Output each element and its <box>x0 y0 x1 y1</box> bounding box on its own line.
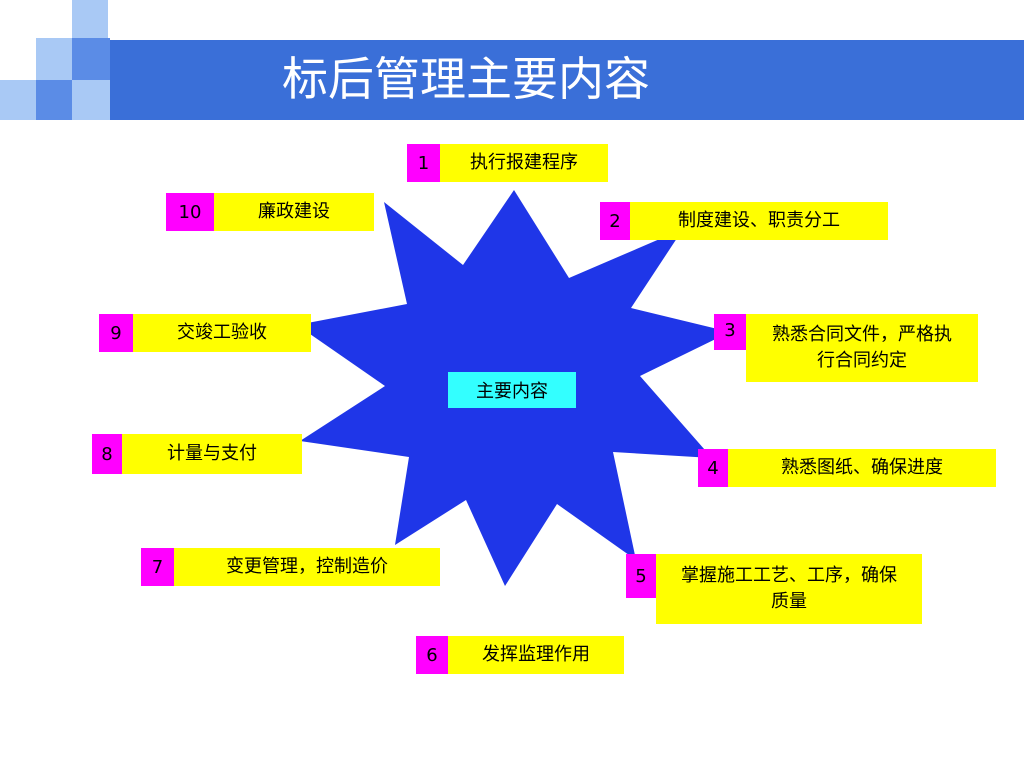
item-8: 8 计量与支付 <box>92 434 302 474</box>
item-label: 熟悉图纸、确保进度 <box>728 449 996 487</box>
decor-square <box>36 38 72 80</box>
item-number: 6 <box>416 636 448 674</box>
item-number: 9 <box>99 314 133 352</box>
item-label: 廉政建设 <box>214 193 374 231</box>
item-number: 1 <box>407 144 440 182</box>
item-1: 1 执行报建程序 <box>407 144 608 182</box>
decor-square <box>72 38 110 80</box>
item-7: 7 变更管理，控制造价 <box>141 548 440 586</box>
item-3: 3 熟悉合同文件，严格执行合同约定 <box>714 314 978 382</box>
decor-square <box>72 80 110 120</box>
item-5: 5 掌握施工工艺、工序，确保质量 <box>626 554 922 624</box>
item-9: 9 交竣工验收 <box>99 314 311 352</box>
header-band <box>110 40 1024 120</box>
item-number: 3 <box>714 314 746 350</box>
item-label: 执行报建程序 <box>440 144 608 182</box>
item-label: 掌握施工工艺、工序，确保质量 <box>656 554 922 624</box>
item-label: 熟悉合同文件，严格执行合同约定 <box>746 314 978 382</box>
item-number: 5 <box>626 554 656 598</box>
decor-square <box>36 80 72 120</box>
item-number: 4 <box>698 449 728 487</box>
item-10: 10 廉政建设 <box>166 193 374 231</box>
item-label: 制度建设、职责分工 <box>630 202 888 240</box>
center-label: 主要内容 <box>448 372 576 408</box>
item-label: 变更管理，控制造价 <box>174 548 440 586</box>
slide-title: 标后管理主要内容 <box>282 52 650 106</box>
item-number: 8 <box>92 434 122 474</box>
item-6: 6 发挥监理作用 <box>416 636 624 674</box>
item-label: 计量与支付 <box>122 434 302 474</box>
item-2: 2 制度建设、职责分工 <box>600 202 888 240</box>
decor-square <box>0 80 36 120</box>
item-label: 交竣工验收 <box>133 314 311 352</box>
item-4: 4 熟悉图纸、确保进度 <box>698 449 996 487</box>
item-label: 发挥监理作用 <box>448 636 624 674</box>
item-number: 7 <box>141 548 174 586</box>
item-number: 2 <box>600 202 630 240</box>
item-number: 10 <box>166 193 214 231</box>
decor-square <box>72 0 108 38</box>
